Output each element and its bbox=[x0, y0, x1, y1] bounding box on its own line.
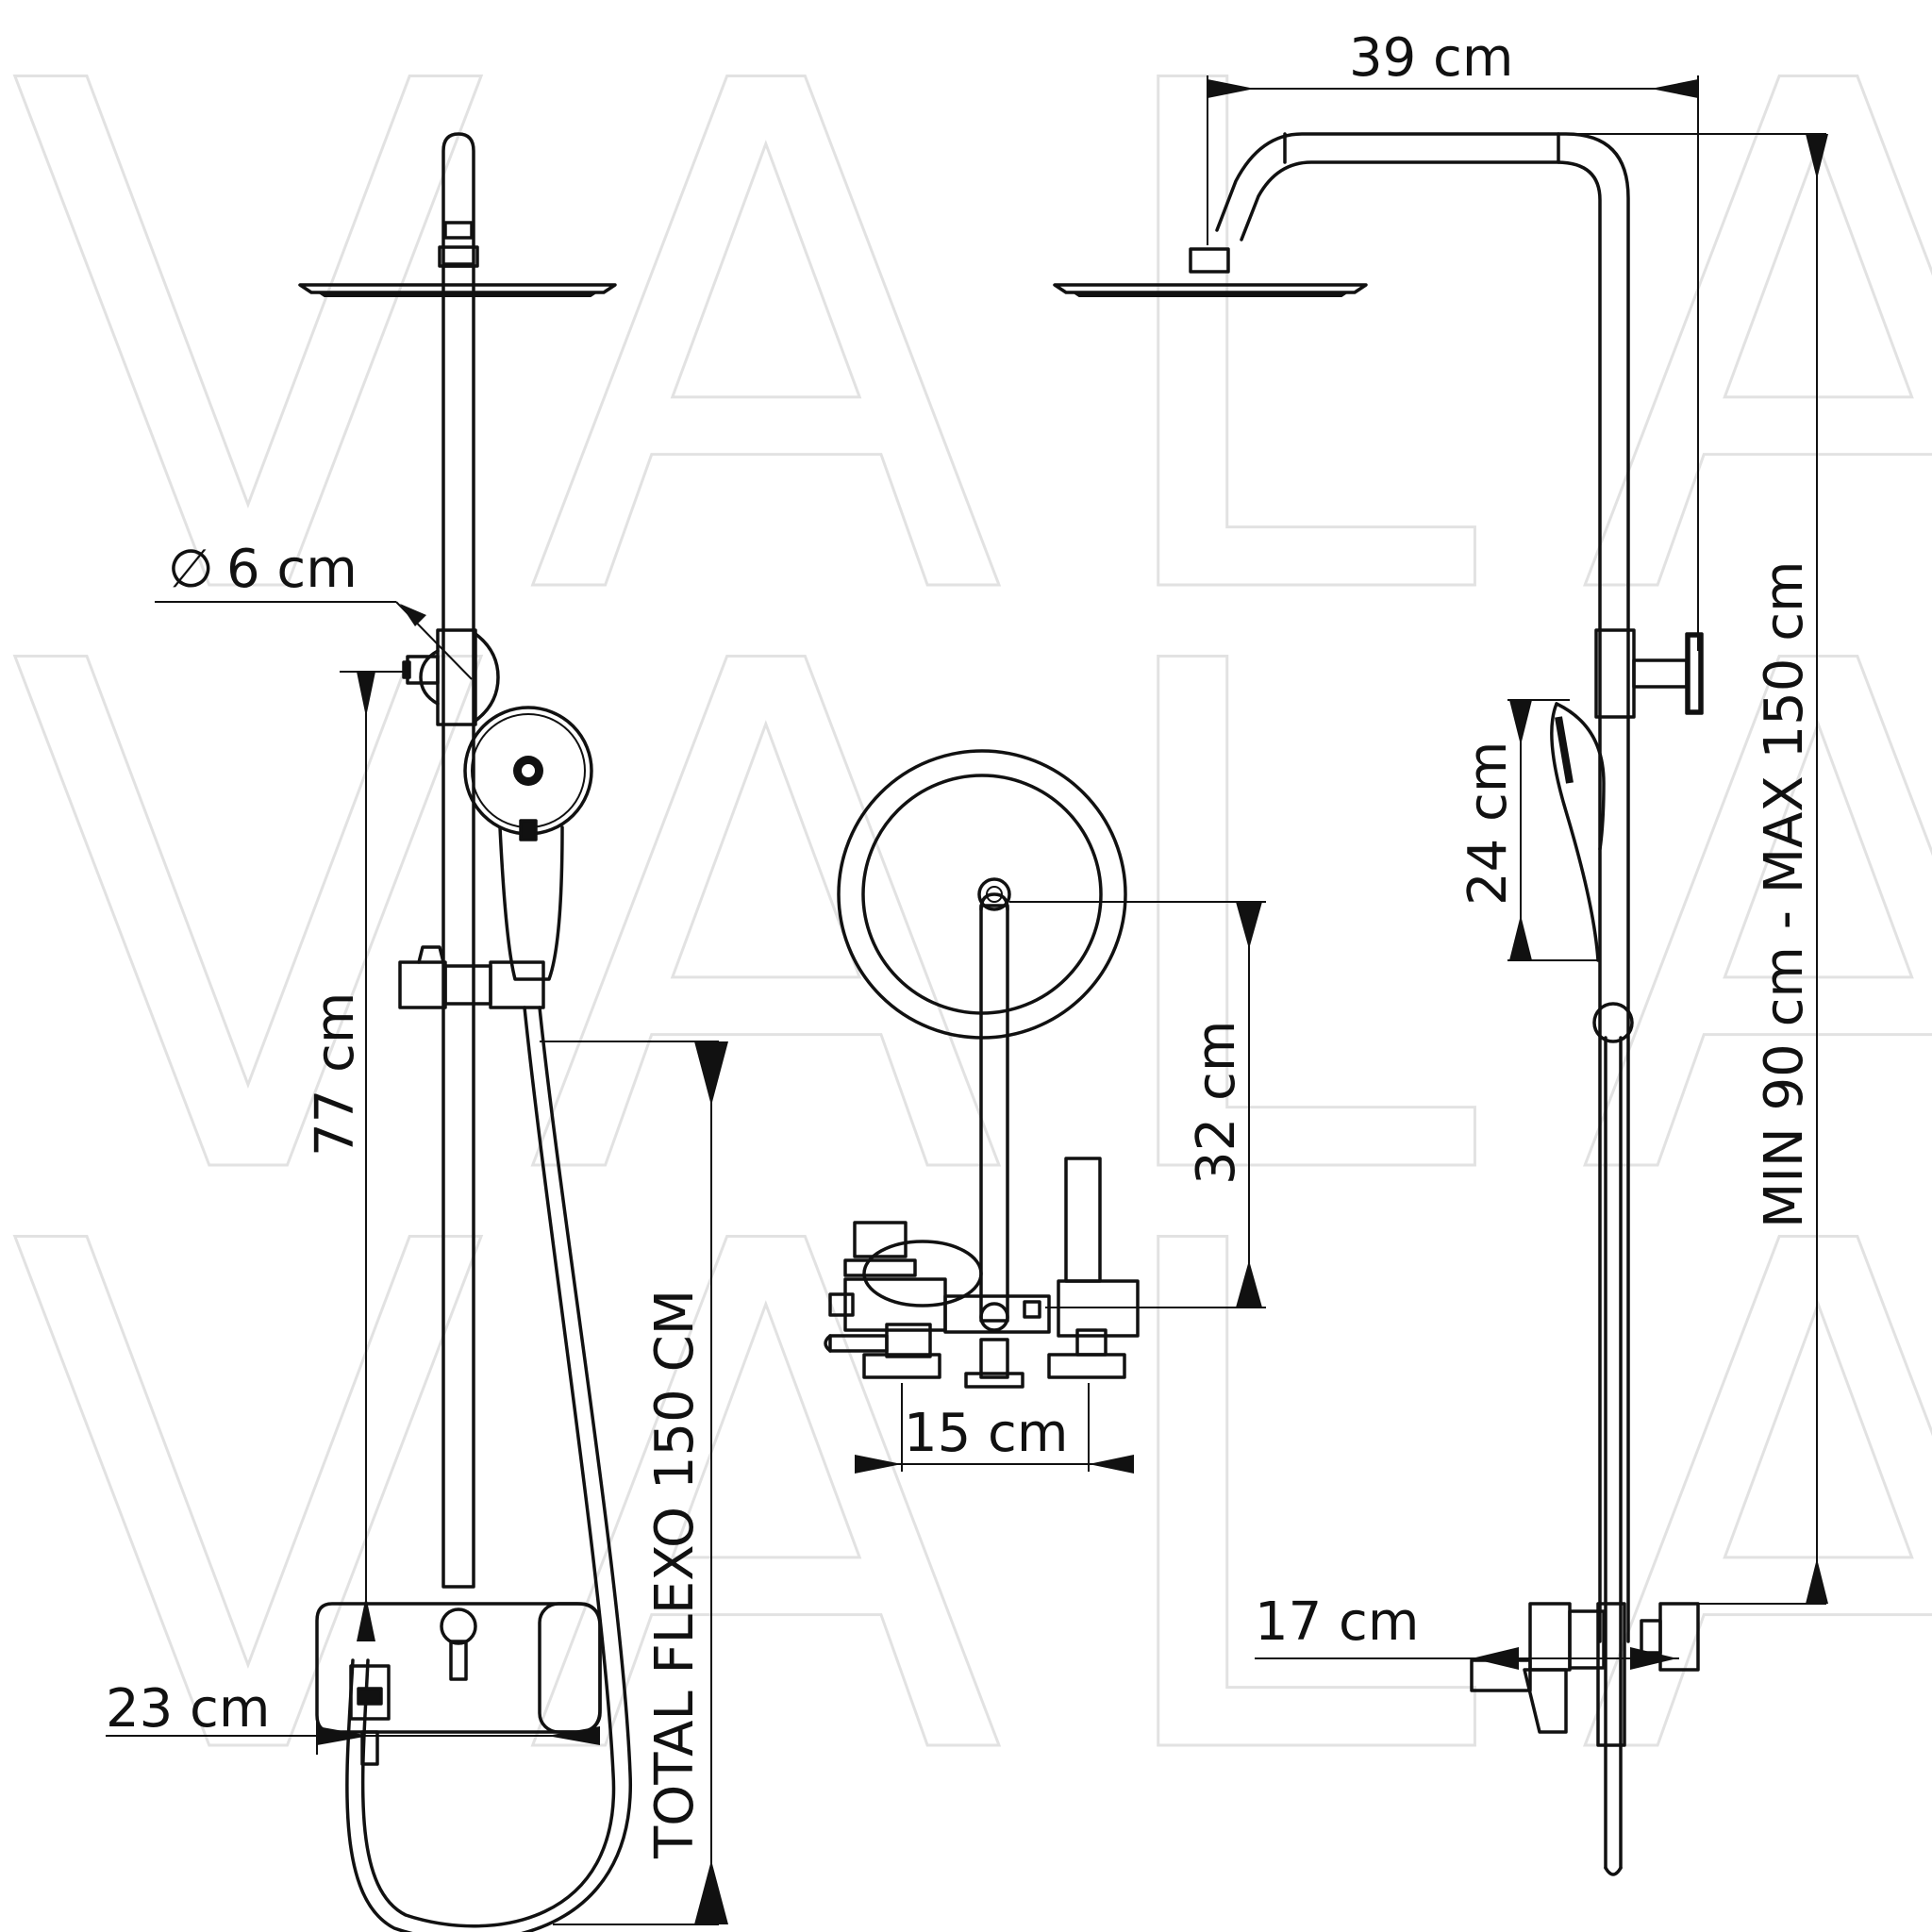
watermark-text-bottom: VALAZ bbox=[9, 1097, 1932, 1910]
watermark-text-middle: VALAZ bbox=[9, 517, 1932, 1330]
bar-height-label: 77 cm bbox=[305, 992, 366, 1157]
inlet-spacing-label: 15 cm bbox=[904, 1403, 1068, 1464]
flexible-hose bbox=[360, 1006, 616, 1928]
spout-height-label: 32 cm bbox=[1186, 1021, 1247, 1185]
diameter-symbol: ∅ bbox=[168, 539, 214, 600]
rain-shower-head-icon bbox=[298, 283, 617, 297]
handshower-length-label: 24 cm bbox=[1457, 741, 1519, 906]
hose-length-label: TOTAL FLEXO 150 CM bbox=[644, 1290, 706, 1859]
watermark: VALAZ VALAZ VALAZ bbox=[8, 0, 1932, 1912]
front-view: ∅ 6 cm 77 cm TOTAL FLEXO 150 CM 23 cm bbox=[106, 132, 728, 1932]
arm-length-label: 39 cm bbox=[1349, 27, 1513, 89]
wall-offset-label: 17 cm bbox=[1255, 1591, 1419, 1653]
top-view: 32 cm 15 cm bbox=[824, 749, 1266, 1474]
hand-shower-icon bbox=[463, 706, 593, 981]
mixer-width-label: 23 cm bbox=[106, 1678, 270, 1740]
side-view: 39 cm 24 cm MIN 90 cm - MAX 150 cm 17 cm bbox=[1053, 27, 1828, 1876]
top-tube bbox=[441, 132, 475, 266]
diameter-label: 6 cm bbox=[226, 539, 358, 600]
watermark-text-top: VALAZ bbox=[9, 0, 1932, 750]
riser-bar bbox=[441, 264, 475, 1589]
height-range-label: MIN 90 cm - MAX 150 cm bbox=[1754, 560, 1815, 1228]
